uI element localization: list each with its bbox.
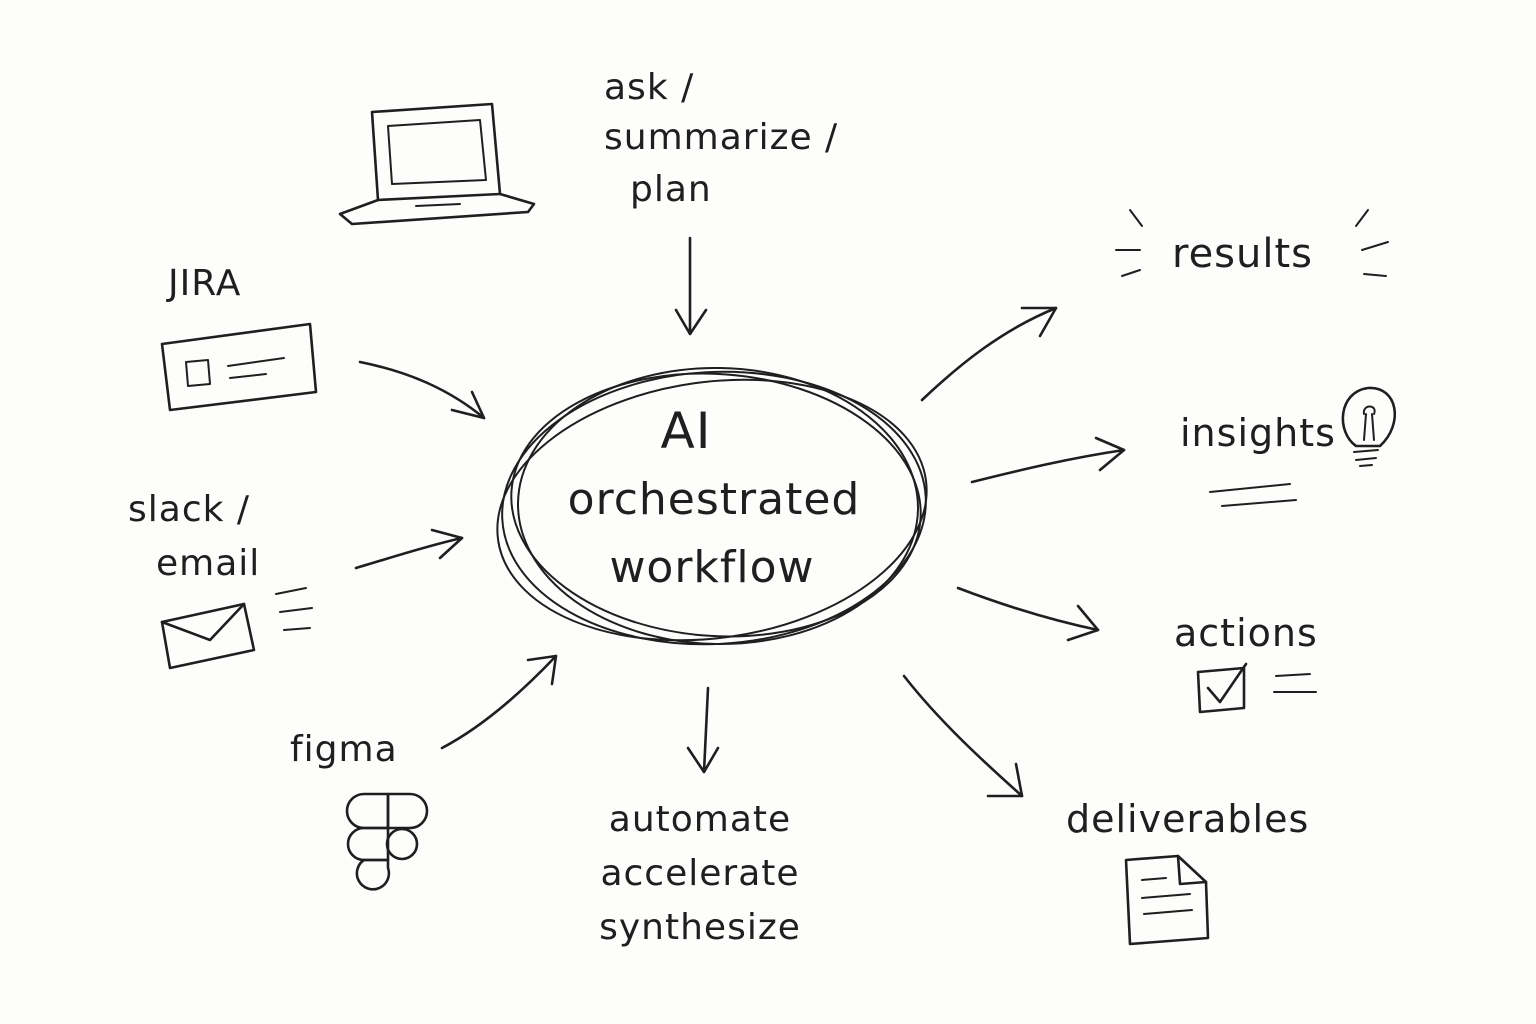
ask-label-line2: summarize /: [604, 117, 839, 158]
ask-label-line1: ask /: [604, 67, 695, 108]
slack-label-line1: slack /: [128, 489, 251, 530]
laptop-icon: [338, 102, 536, 226]
insights-label: insights: [1180, 411, 1336, 455]
process-label-line1: automate: [608, 799, 792, 840]
envelope-icon: [160, 587, 313, 670]
arrow-jira-to-center: [358, 360, 486, 420]
slack-label-line2: email: [156, 543, 261, 584]
results-label: results: [1172, 231, 1314, 277]
arrow-figma-to-center: [440, 654, 558, 750]
arrow-center-to-results: [920, 306, 1058, 402]
results-sparkle-marks: [1115, 209, 1389, 277]
jira-ticket-icon: [160, 322, 318, 412]
arrow-slack-to-center: [354, 528, 464, 570]
center-label-line3: workflow: [609, 542, 815, 593]
arrow-center-to-insights: [970, 436, 1126, 484]
center-ellipse: [496, 366, 928, 646]
lightbulb-icon: [1341, 386, 1396, 467]
deliverables-label: deliverables: [1066, 797, 1310, 841]
figma-logo-icon: [345, 792, 429, 891]
ask-label-line3: plan: [630, 169, 712, 210]
checkbox-icon: [1196, 662, 1317, 714]
arrow-center-to-actions: [956, 586, 1100, 642]
insights-underline: [1209, 483, 1297, 507]
center-label-line2: orchestrated: [567, 474, 861, 525]
arrow-center-to-deliverables: [902, 674, 1024, 798]
arrow-center-to-process: [686, 686, 720, 774]
arrow-ask-to-center: [674, 236, 708, 336]
document-icon: [1124, 854, 1210, 946]
actions-label: actions: [1174, 611, 1318, 655]
process-label-line3: synthesize: [599, 907, 801, 948]
jira-label: JIRA: [168, 263, 242, 304]
center-label-line1: AI: [660, 402, 712, 460]
figma-label: figma: [290, 729, 398, 770]
process-label-line2: accelerate: [600, 853, 800, 894]
